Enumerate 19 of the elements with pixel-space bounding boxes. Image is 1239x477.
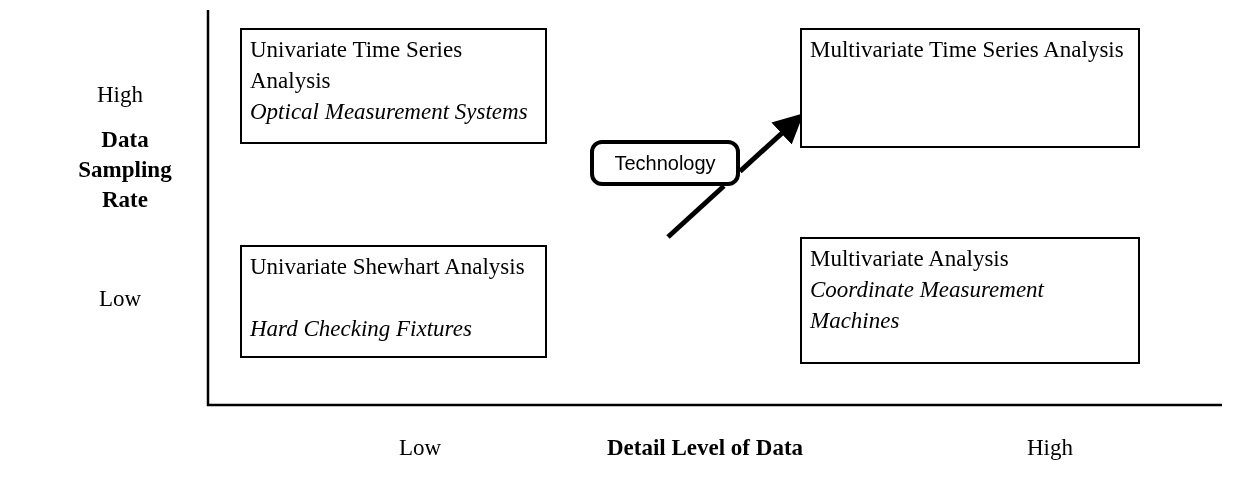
method-text: Hard Checking Fixtures [250,315,473,343]
axis-title: Data Sampling Rate [77,126,173,214]
heading-text: Multivariate Analysis [810,245,1010,273]
quadrant-box [240,245,547,358]
heading-text: Univariate Shewhart Analysis [250,253,526,281]
heading-text: Technology [614,150,716,176]
axis-tick-label: Low [97,285,143,313]
axis-tick-label: Low [397,434,443,462]
method-text: Optical Measurement Systems [250,98,529,126]
quadrant-box [240,28,547,144]
axis-tick-label: High [1026,434,1074,462]
axis-tick-label: High [96,81,144,109]
heading-text: Multivariate Time Series Analysis [810,36,1125,64]
quadrant-box [800,237,1140,364]
quadrant-box [800,28,1140,148]
rounded-box [590,140,740,186]
axis-title: Detail Level of Data [605,434,805,462]
heading-text: Univariate Time Series Analysis [250,36,464,95]
method-text: Coordinate Measurement Machines [810,276,1046,335]
